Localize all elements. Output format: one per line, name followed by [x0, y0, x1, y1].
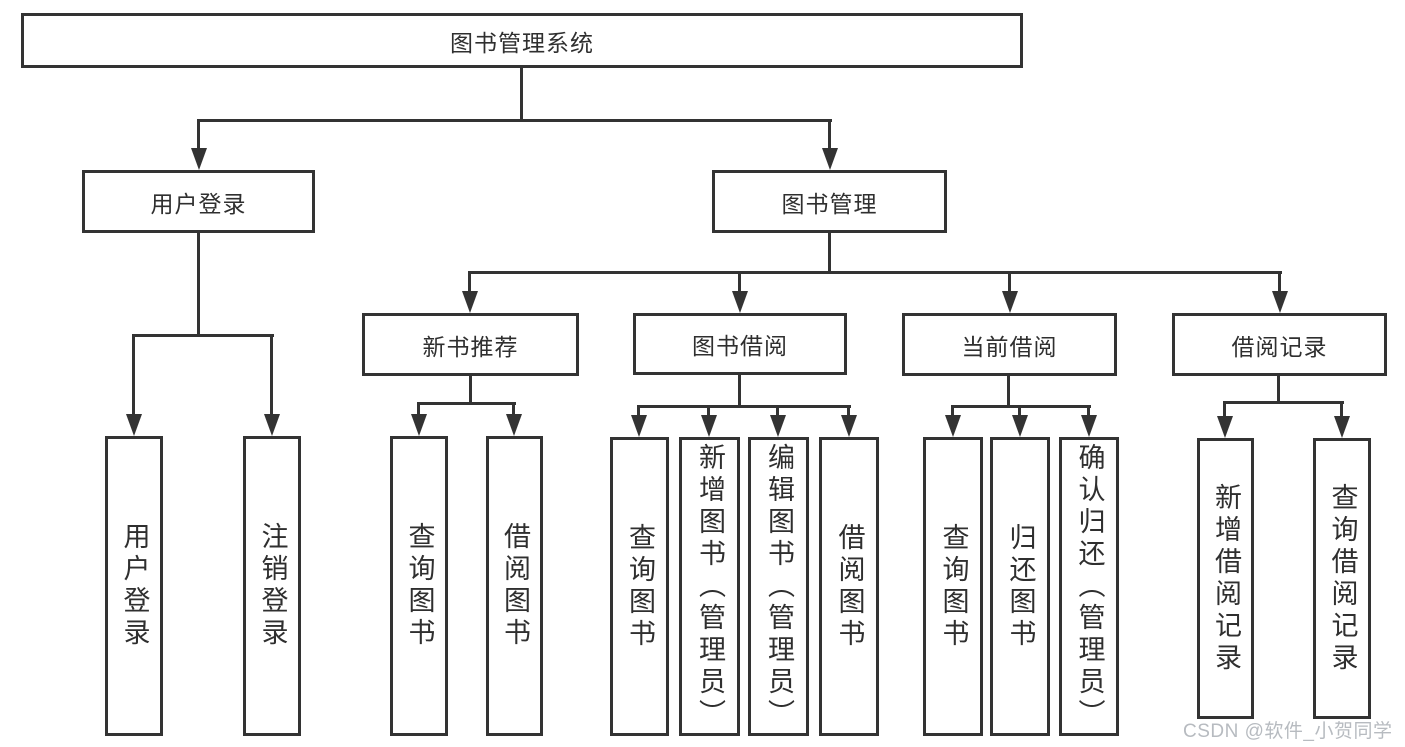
connector-user-login-branch [133, 334, 274, 337]
node-new-book-recommend: 新书推荐 [362, 313, 579, 376]
connector-drop-add-record [1223, 401, 1226, 418]
connector-drop-book-borrow [738, 271, 741, 293]
connector-drop-borrow-book [847, 405, 850, 417]
connector-drop-current-borrow [1008, 271, 1011, 293]
leaf-add-book-admin-label: 新增图书（管理员） [695, 442, 725, 731]
connector-root-branch [198, 119, 832, 122]
connector-book-management-branch [469, 271, 1282, 274]
leaf-query-book-recommend: 查询图书 [390, 436, 448, 736]
leaf-query-borrow-record: 查询借阅记录 [1313, 438, 1371, 719]
leaf-logout-label: 注销登录 [257, 522, 288, 650]
node-user-login-label: 用户登录 [150, 190, 247, 217]
arrow-leaf-logout [264, 414, 280, 436]
node-book-management-label: 图书管理 [781, 190, 878, 217]
arrow-query-recommend [411, 414, 427, 436]
arrow-current-borrow [1002, 291, 1018, 313]
node-user-login: 用户登录 [82, 170, 315, 233]
connector-drop-new-book-recommend [468, 271, 471, 293]
node-current-borrow: 当前借阅 [902, 313, 1117, 376]
leaf-query-book-current-label: 查询图书 [938, 522, 969, 651]
leaf-add-book-admin: 新增图书（管理员） [679, 437, 740, 736]
connector-drop-confirm-return [1087, 405, 1090, 417]
arrow-leaf-user-login [126, 414, 142, 436]
connector-root-stem [520, 67, 523, 121]
arrow-add-book [701, 415, 717, 437]
node-book-borrow-label: 图书借阅 [692, 333, 788, 359]
arrow-book-management [822, 148, 838, 170]
leaf-user-login: 用户登录 [105, 436, 163, 736]
connector-new-book-branch [417, 402, 516, 405]
node-book-borrow: 图书借阅 [633, 313, 847, 375]
arrow-query-record [1334, 416, 1350, 438]
node-borrow-records: 借阅记录 [1172, 313, 1387, 376]
leaf-query-book-borrow: 查询图书 [610, 437, 669, 736]
leaf-return-book: 归还图书 [990, 437, 1050, 736]
node-borrow-records-label: 借阅记录 [1231, 333, 1328, 360]
leaf-edit-book-admin-label: 编辑图书（管理员） [764, 442, 794, 731]
leaf-query-book-current: 查询图书 [923, 437, 983, 736]
connector-drop-borrow-recommend [512, 402, 515, 416]
connector-drop-add-book [707, 405, 710, 417]
connector-drop-query-record [1340, 401, 1343, 418]
connector-borrow-records-stem [1277, 374, 1280, 404]
node-book-management: 图书管理 [712, 170, 947, 233]
leaf-query-borrow-record-label: 查询借阅记录 [1327, 482, 1358, 675]
leaf-logout: 注销登录 [243, 436, 301, 736]
leaf-query-book-borrow-label: 查询图书 [625, 522, 655, 651]
connector-new-book-stem [469, 374, 472, 405]
node-root-label: 图书管理系统 [450, 29, 594, 56]
arrow-add-record [1217, 416, 1233, 438]
arrow-book-borrow [732, 291, 748, 313]
arrow-new-book-recommend [462, 291, 478, 313]
leaf-borrow-book: 借阅图书 [819, 437, 879, 736]
connector-drop-return-book [1018, 405, 1021, 417]
arrow-query-current [945, 415, 961, 437]
node-root: 图书管理系统 [21, 13, 1023, 68]
arrow-confirm-return [1081, 415, 1097, 437]
arrow-query-borrow [631, 415, 647, 437]
leaf-confirm-return-admin-label: 确认归还（管理员） [1074, 442, 1105, 731]
leaf-edit-book-admin: 编辑图书（管理员） [748, 437, 809, 736]
connector-current-borrow-stem [1007, 374, 1010, 408]
arrow-edit-book [770, 415, 786, 437]
leaf-borrow-book-recommend-label: 借阅图书 [500, 522, 530, 650]
leaf-query-book-recommend-label: 查询图书 [404, 522, 435, 650]
connector-drop-query-borrow [637, 405, 640, 417]
csdn-watermark: CSDN @软件_小贺同学 [1183, 721, 1393, 742]
leaf-borrow-book-label: 借阅图书 [834, 522, 865, 651]
connector-drop-edit-book [776, 405, 779, 417]
leaf-borrow-book-recommend: 借阅图书 [486, 436, 543, 736]
connector-drop-leaf-logout [270, 334, 273, 416]
connector-drop-book-management [828, 119, 831, 151]
connector-user-login-stem [197, 231, 200, 337]
arrow-user-login [191, 148, 207, 170]
connector-drop-leaf-user-login [132, 334, 135, 416]
connector-borrow-records-branch [1223, 401, 1344, 404]
leaf-add-borrow-record: 新增借阅记录 [1197, 438, 1254, 719]
leaf-add-borrow-record-label: 新增借阅记录 [1211, 482, 1241, 675]
connector-drop-borrow-records [1278, 271, 1281, 293]
leaf-confirm-return-admin: 确认归还（管理员） [1059, 437, 1119, 736]
connector-current-borrow-branch [951, 405, 1091, 408]
connector-drop-query-recommend [417, 402, 420, 416]
connector-book-management-stem [828, 231, 831, 274]
connector-book-borrow-branch [637, 405, 851, 408]
connector-drop-query-current [951, 405, 954, 417]
arrow-borrow-recommend [506, 414, 522, 436]
node-current-borrow-label: 当前借阅 [961, 333, 1058, 360]
connector-drop-user-login [197, 119, 200, 151]
arrow-borrow-records [1272, 291, 1288, 313]
arrow-return-book [1012, 415, 1028, 437]
arrow-borrow-book [841, 415, 857, 437]
leaf-return-book-label: 归还图书 [1005, 522, 1036, 651]
connector-book-borrow-stem [738, 373, 741, 408]
leaf-user-login-label: 用户登录 [119, 522, 150, 650]
node-new-book-recommend-label: 新书推荐 [422, 333, 519, 360]
